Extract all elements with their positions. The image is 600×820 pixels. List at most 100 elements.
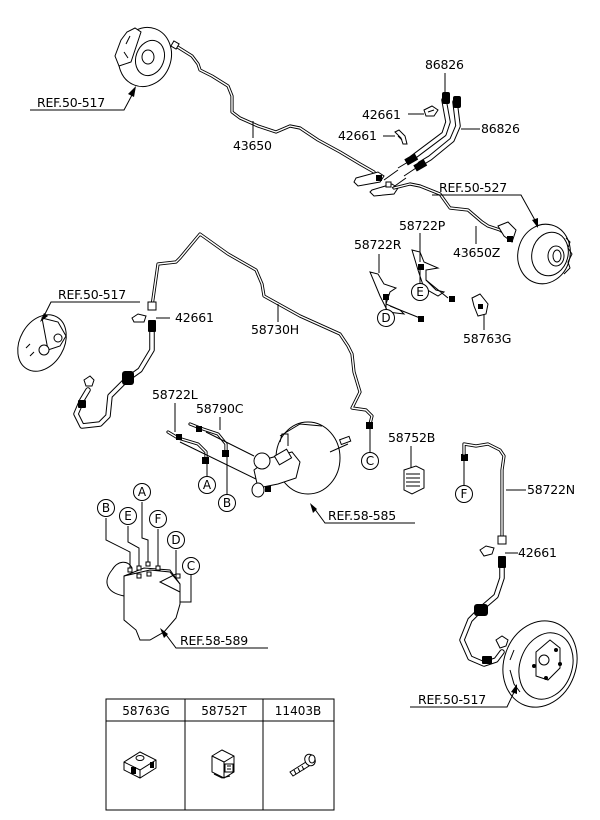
label-58752b: 58752B <box>388 430 435 468</box>
label-58790c: 58790C <box>196 401 244 430</box>
clip-42661-a[interactable] <box>423 105 439 117</box>
svg-text:58752T: 58752T <box>201 704 247 718</box>
brake-booster-master-cylinder <box>251 421 352 498</box>
bracket-58722r[interactable] <box>369 271 424 322</box>
ref-rear-right-bottom[interactable]: REF.50-517 <box>410 684 517 708</box>
svg-text:REF.50-527: REF.50-527 <box>439 180 507 195</box>
svg-text:REF.58-585: REF.58-585 <box>328 508 396 523</box>
label-42661-left: 42661 <box>156 310 214 325</box>
brake-pipe-43650[interactable] <box>170 40 376 174</box>
front-left-brake-assembly-top <box>114 26 172 88</box>
bolt-icon[interactable] <box>289 752 317 777</box>
hecu-block <box>106 561 181 641</box>
svg-text:58722L: 58722L <box>152 387 198 402</box>
svg-text:42661: 42661 <box>518 545 557 560</box>
marker-F-right: F <box>455 454 473 503</box>
table-header-58763g: 58763G <box>122 704 169 718</box>
brake-pipe-58722l[interactable] <box>166 430 259 481</box>
svg-text:A: A <box>203 478 212 492</box>
front-left-brake-assembly-mid <box>17 314 67 372</box>
table-header-11403b: 11403B <box>275 704 321 718</box>
svg-text:C: C <box>366 454 374 468</box>
clip-42661-left[interactable] <box>131 313 147 323</box>
label-43650: 43650 <box>233 121 272 153</box>
svg-text:F: F <box>461 487 468 501</box>
svg-text:11403B: 11403B <box>275 704 321 718</box>
brake-pipe-58730h[interactable] <box>147 232 374 426</box>
rear-right-brake-disc <box>517 223 573 285</box>
svg-text:58763G: 58763G <box>463 331 511 346</box>
svg-text:58722R: 58722R <box>354 237 402 252</box>
svg-text:58790C: 58790C <box>196 401 244 416</box>
svg-text:E: E <box>124 509 132 523</box>
label-42661-b: 42661 <box>338 128 395 143</box>
ref-front-left-mid[interactable]: REF.50-517 <box>40 287 140 322</box>
label-58722l: 58722L <box>152 387 198 432</box>
label-58730h: 58730H <box>251 304 299 337</box>
ref-booster[interactable]: REF.58-585 <box>310 503 415 524</box>
svg-text:86826: 86826 <box>481 121 520 136</box>
svg-text:D: D <box>381 311 390 325</box>
clip-42661-right[interactable] <box>479 545 495 557</box>
svg-text:B: B <box>223 496 231 510</box>
svg-text:58730H: 58730H <box>251 322 299 337</box>
front-left-flex-hose[interactable] <box>73 320 156 429</box>
grommet-block-icon[interactable] <box>211 749 235 779</box>
marker-E-top: E <box>411 270 429 301</box>
svg-text:42661: 42661 <box>338 128 377 143</box>
svg-text:F: F <box>155 512 162 526</box>
label-86826-right: 86826 <box>461 121 520 136</box>
marker-A-mid: A <box>198 464 216 494</box>
clip-icon[interactable] <box>123 751 157 779</box>
ref-front-left-top[interactable]: REF.50-517 <box>30 86 136 111</box>
marker-C-mid: C <box>361 422 379 470</box>
svg-text:REF.58-589: REF.58-589 <box>180 633 248 648</box>
label-42661-a: 42661 <box>362 107 424 122</box>
brake-pipe-43650z[interactable] <box>392 182 517 243</box>
label-86826-top: 86826 <box>425 57 464 92</box>
clip-58763g-top[interactable] <box>471 293 489 317</box>
table-header-58752t: 58752T <box>201 704 247 718</box>
svg-text:58722N: 58722N <box>527 482 575 497</box>
svg-text:REF.50-517: REF.50-517 <box>58 287 126 302</box>
brake-pipe-58722n[interactable] <box>462 442 507 545</box>
svg-text:58752B: 58752B <box>388 430 435 445</box>
marker-C-hecu: C <box>182 557 200 575</box>
svg-text:42661: 42661 <box>362 107 401 122</box>
svg-text:A: A <box>138 485 147 499</box>
rear-right-flex-hose[interactable] <box>459 556 509 667</box>
label-58722n: 58722N <box>506 482 575 497</box>
svg-text:58763G: 58763G <box>122 704 169 718</box>
svg-text:58722P: 58722P <box>399 218 446 233</box>
ref-rear-right-top[interactable]: REF.50-527 <box>432 180 538 228</box>
marker-A-hecu: A <box>133 483 151 501</box>
marker-E-hecu: E <box>119 507 137 525</box>
svg-text:43650Z: 43650Z <box>453 245 500 260</box>
grommet-58752b[interactable] <box>403 465 425 495</box>
label-58722r: 58722R <box>354 237 402 273</box>
svg-text:E: E <box>416 285 424 299</box>
svg-text:D: D <box>171 533 180 547</box>
label-58722p: 58722P <box>399 218 446 262</box>
label-42661-right: 42661 <box>505 545 557 560</box>
parts-table <box>105 698 335 811</box>
hose-86826-twin[interactable] <box>383 92 461 189</box>
marker-D-hecu: D <box>167 531 185 549</box>
svg-text:REF.50-517: REF.50-517 <box>37 95 105 110</box>
svg-text:86826: 86826 <box>425 57 464 72</box>
marker-F-hecu: F <box>149 510 167 528</box>
svg-text:43650: 43650 <box>233 138 272 153</box>
clip-42661-b[interactable] <box>394 129 408 145</box>
brake-pipe-58790c[interactable] <box>188 422 255 457</box>
svg-text:REF.50-517: REF.50-517 <box>418 692 486 707</box>
marker-D-top: D <box>377 300 395 327</box>
svg-text:42661: 42661 <box>175 310 214 325</box>
svg-text:B: B <box>102 501 110 515</box>
hecu-marker-lines <box>105 502 192 603</box>
svg-text:C: C <box>187 559 195 573</box>
marker-B-hecu: B <box>97 499 115 517</box>
ref-hecu[interactable]: REF.58-589 <box>160 628 268 649</box>
label-43650z: 43650Z <box>453 226 500 260</box>
pipe-junction-loops <box>353 171 399 197</box>
